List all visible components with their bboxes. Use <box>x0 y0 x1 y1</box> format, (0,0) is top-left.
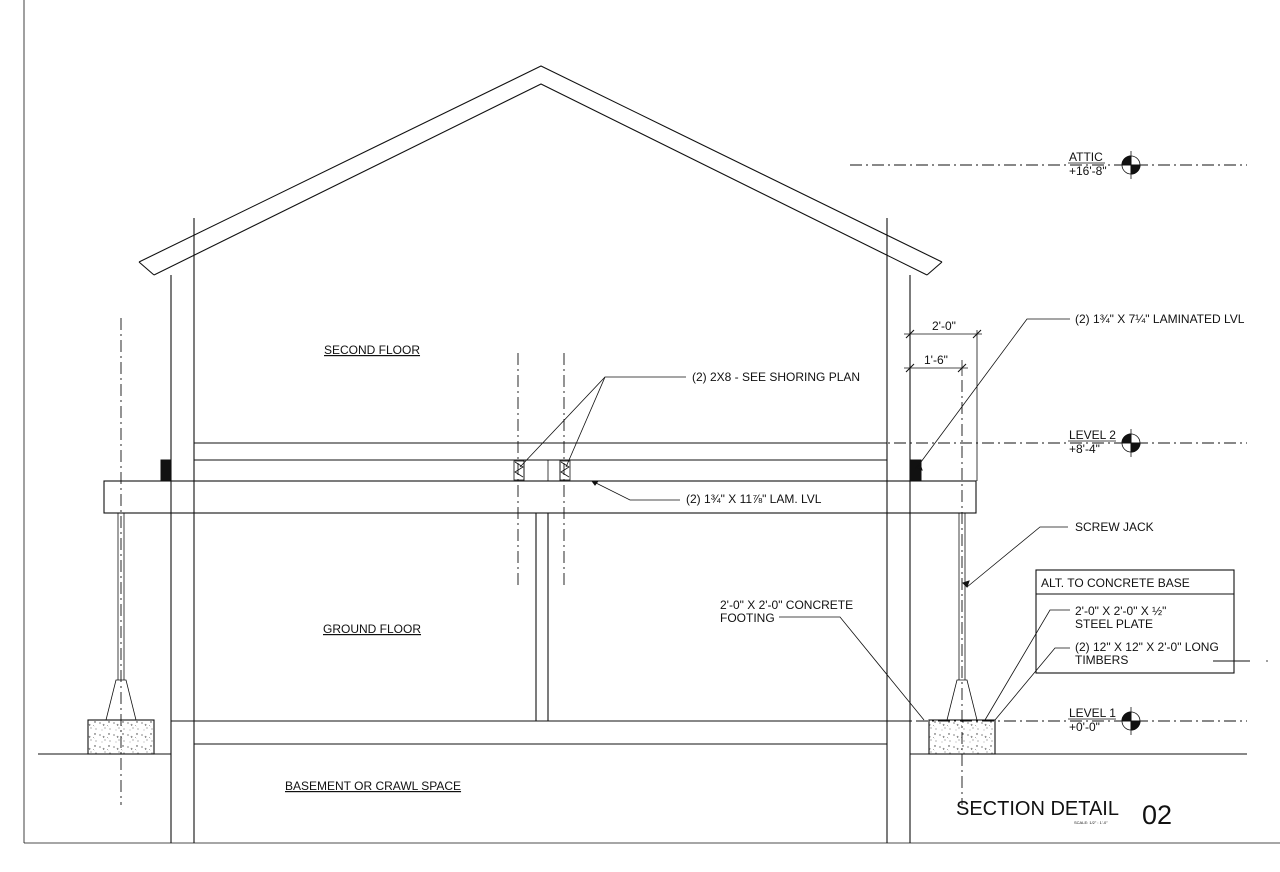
lam-lvl-main-note: (2) 1¾" X 11⅞" LAM. LVL <box>686 492 822 506</box>
attic-level-elevation: +16'-8" <box>1069 164 1107 178</box>
roof <box>138 65 943 276</box>
dimension-lower <box>904 360 968 376</box>
screw-jack-note: SCREW JACK <box>1075 520 1154 534</box>
concrete-footing-note-line2: FOOTING <box>720 611 775 625</box>
shoring-block-left <box>513 460 525 481</box>
left-wall <box>170 218 195 843</box>
left-concrete-footing <box>87 719 155 755</box>
right-wall <box>886 218 911 843</box>
laminated-lvl-note: (2) 1¾" X 7¼" LAMINATED LVL <box>1075 312 1245 326</box>
steel-plate-note-line1: 2'-0" X 2'-0" X ½" <box>1075 604 1166 618</box>
dimension-upper <box>904 326 982 342</box>
basement-label: BASEMENT OR CRAWL SPACE <box>285 779 461 793</box>
section-title: SECTION DETAIL <box>956 798 1119 820</box>
center-lines <box>120 318 978 805</box>
level-1-name: LEVEL 1 <box>1069 706 1116 720</box>
alt-concrete-base-box <box>1035 569 1235 674</box>
right-concrete-footing <box>928 719 996 755</box>
level-1-marker <box>1068 707 1145 735</box>
shoring-block-right <box>559 460 571 481</box>
level-2-name: LEVEL 2 <box>1069 428 1116 442</box>
steel-block-right <box>909 459 922 482</box>
main-lvl-beam <box>103 480 977 514</box>
level-1-elevation: +0'-0" <box>1069 720 1100 734</box>
leader-lines <box>519 318 1070 721</box>
second-floor-framing <box>194 442 887 461</box>
level-lines <box>850 164 1247 722</box>
attic-level-marker <box>1068 151 1145 179</box>
dimension-lower-label: 1'-6" <box>924 353 948 367</box>
alt-box-title: ALT. TO CONCRETE BASE <box>1041 576 1190 590</box>
timbers-note-line2: TIMBERS <box>1075 653 1128 667</box>
ground-floor-label: GROUND FLOOR <box>323 622 421 636</box>
dimension-upper-label: 2'-0" <box>932 319 956 333</box>
section-scale: SCALE: 1/2" : 1'-0" <box>1074 820 1108 825</box>
level-2-elevation: +8'-4" <box>1069 442 1100 456</box>
shoring-note: (2) 2X8 - SEE SHORING PLAN <box>692 370 860 384</box>
level-2-marker <box>1068 429 1145 457</box>
steel-plate-note-line2: STEEL PLATE <box>1075 617 1153 631</box>
attic-level-name: ATTIC <box>1069 150 1103 164</box>
timbers-note-line1: (2) 12" X 12" X 2'-0" LONG <box>1075 640 1219 654</box>
steel-block-left <box>160 459 172 482</box>
center-post <box>523 460 561 721</box>
concrete-footing-note-line1: 2'-0" X 2'-0" CONCRETE <box>720 598 853 612</box>
ground-floor-framing <box>171 720 910 745</box>
section-number: 02 <box>1142 800 1172 830</box>
sheet-border <box>23 0 1280 844</box>
second-floor-label: SECOND FLOOR <box>324 343 420 357</box>
